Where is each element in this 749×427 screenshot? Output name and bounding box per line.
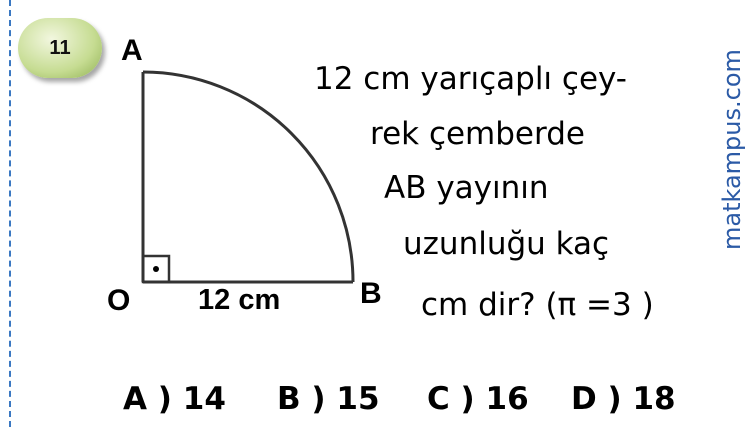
choice-a[interactable]: A ) 14 xyxy=(123,381,226,417)
question-number-badge: 11 xyxy=(18,18,102,78)
right-angle-marker xyxy=(141,254,171,284)
question-line-1: 12 cm yarıçaplı çey- xyxy=(314,61,627,97)
choice-d[interactable]: D ) 18 xyxy=(571,381,676,417)
right-angle-dot xyxy=(153,266,159,272)
choice-b[interactable]: B ) 15 xyxy=(277,381,380,417)
point-a-label: A xyxy=(121,34,143,67)
question-line-5: cm dir? (π =3 ) xyxy=(421,287,654,323)
radius-length-label: 12 cm xyxy=(198,284,281,316)
left-dashed-border xyxy=(9,0,11,427)
watermark: matkampus.com xyxy=(708,0,748,270)
question-line-2: rek çemberde xyxy=(370,116,585,152)
question-line-4: uzunluğu kaç xyxy=(403,226,610,262)
quarter-circle-arc xyxy=(142,70,355,283)
point-b-label: B xyxy=(360,277,382,310)
point-o-label: O xyxy=(107,284,131,317)
watermark-text: matkampus.com xyxy=(718,49,746,250)
choice-c[interactable]: C ) 16 xyxy=(427,381,529,417)
question-number: 11 xyxy=(49,36,71,59)
question-line-3: AB yayının xyxy=(384,170,549,206)
